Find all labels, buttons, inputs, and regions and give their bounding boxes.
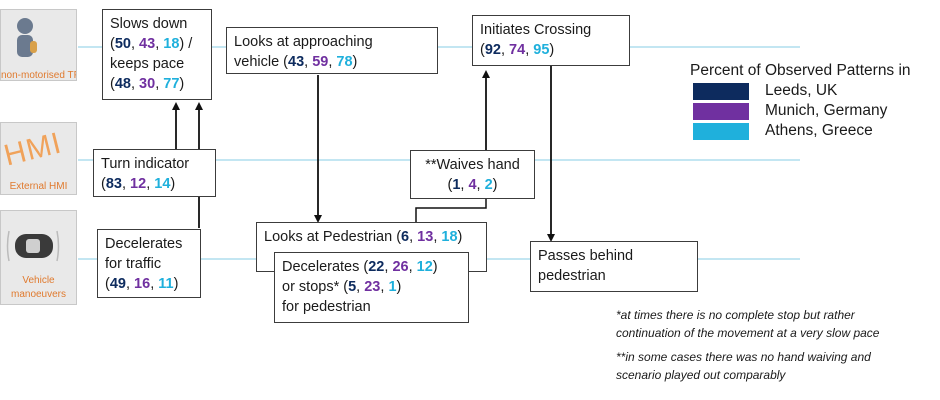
lane-vehicle-label-1: Vehicle (22, 275, 55, 286)
lane-vehicle-label-2: manoeuvers (10, 289, 67, 300)
pedestrian-icon (17, 18, 37, 57)
legend-swatch-leeds (693, 82, 749, 100)
footnote-1-line-1: *at times there is no complete stop but … (616, 308, 855, 322)
legend-item-munich: Munich, Germany (690, 102, 911, 120)
legend-item-athens: Athens, Greece (690, 122, 911, 140)
car-icon (6, 230, 60, 262)
footnote-2-line-1: **in some cases there was no hand waivin… (616, 350, 871, 364)
lane-hmi-label: External HMI (9, 181, 68, 192)
lane-hmi-icon: HMI External HMI (0, 122, 77, 195)
lane-tp-icon: non-motorised TP (0, 9, 77, 81)
box-turn-indicator: Turn indicator (83, 12, 14) (93, 149, 216, 197)
box-looks-at-vehicle: Looks at approaching vehicle (43, 59, 78… (226, 27, 438, 74)
lane-tp-label: non-motorised TP (1, 70, 77, 81)
legend-item-leeds: Leeds, UK (690, 82, 911, 100)
legend-swatch-munich (693, 102, 749, 120)
box-passes-behind: Passes behind pedestrian (530, 241, 698, 292)
lane-vehicle-icon: Vehicle manoeuvers (0, 210, 77, 305)
footnote-1-line-2: continuation of the movement at a very s… (616, 326, 880, 340)
box-decelerates-for-pedestrian: Decelerates (22, 26, 12) or stops* (5, 2… (274, 252, 469, 323)
box-initiates-crossing: Initiates Crossing (92, 74, 95) (472, 15, 630, 66)
legend-swatch-athens (693, 122, 749, 140)
box-waives-hand: **Waives hand (1, 4, 2) (410, 150, 535, 199)
box-decelerates-for-traffic: Decelerates for traffic (49, 16, 11) (97, 229, 201, 298)
legend: Percent of Observed Patterns in Leeds, U… (690, 62, 911, 140)
legend-title: Percent of Observed Patterns in (690, 62, 911, 79)
hmi-icon: HMI (0, 126, 66, 173)
box-slows-down: Slows down (50, 43, 18) / keeps pace (48… (102, 9, 212, 100)
footnote-2-line-2: scenario played out comparably (616, 368, 786, 382)
